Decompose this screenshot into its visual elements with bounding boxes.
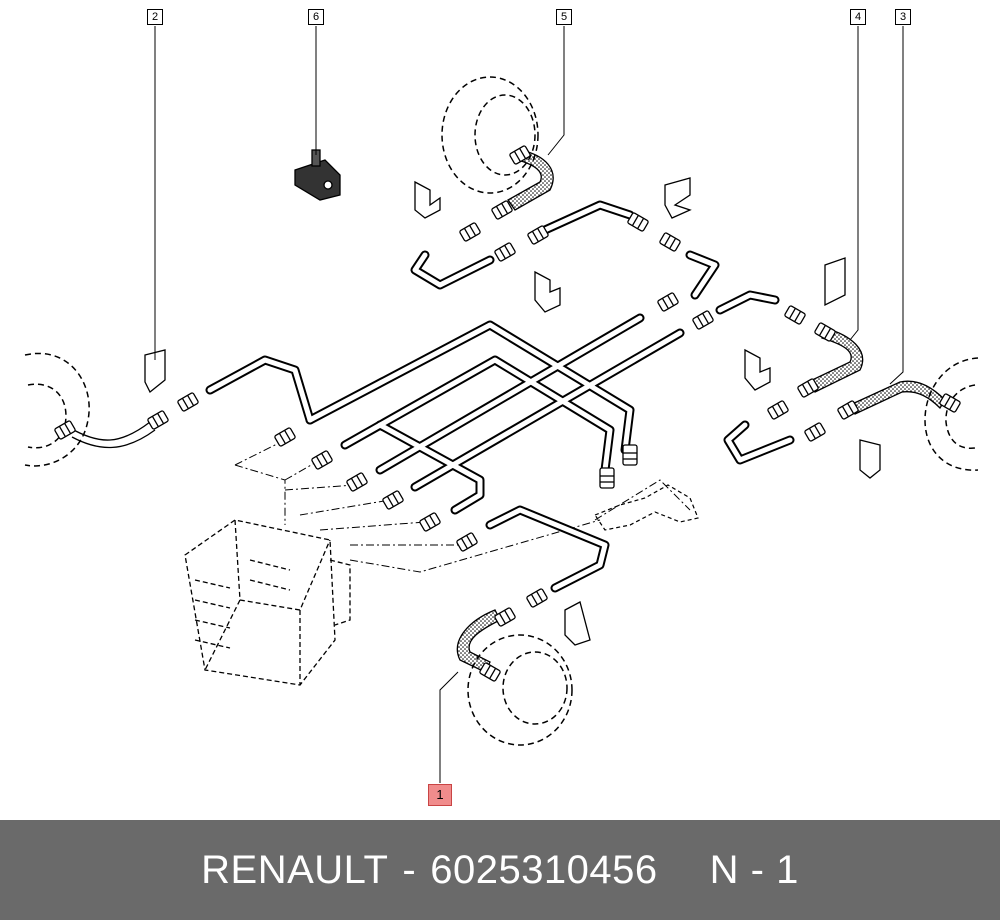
callout-4: 4 [850,9,866,25]
part-6-valve [294,149,341,201]
part-number: 6025310456 [430,847,658,892]
wheel-front-left [467,634,573,746]
flexible-hoses [456,149,946,673]
caption-separator: - [402,847,417,892]
wheel-front-right [924,357,979,471]
reference-lines [234,439,691,573]
callout-1-highlighted: 1 [428,784,452,806]
wheel-rear-right [441,76,539,194]
callout-2: 2 [147,9,163,25]
rear-left-pipe [69,421,156,449]
part-caption-bar: RENAULT - 6025310456 N - 1 [0,820,1000,920]
callout-6: 6 [308,9,324,25]
distributor-bracket [594,484,699,531]
abs-unit [184,519,351,686]
leader-lines [154,26,904,783]
hose-5 [507,149,554,211]
brand-name: RENAULT [201,847,389,892]
fittings [54,145,961,682]
rigid-pipes [205,200,795,593]
callout-3: 3 [895,9,911,25]
brake-line-diagram [24,26,979,783]
hose-3 [849,380,946,415]
callout-5: 5 [556,9,572,25]
hose-1 [456,609,501,673]
position-code: N - 1 [709,847,799,892]
wheel-rear-left [24,352,90,467]
brackets [144,177,881,646]
hose-4 [807,327,864,393]
